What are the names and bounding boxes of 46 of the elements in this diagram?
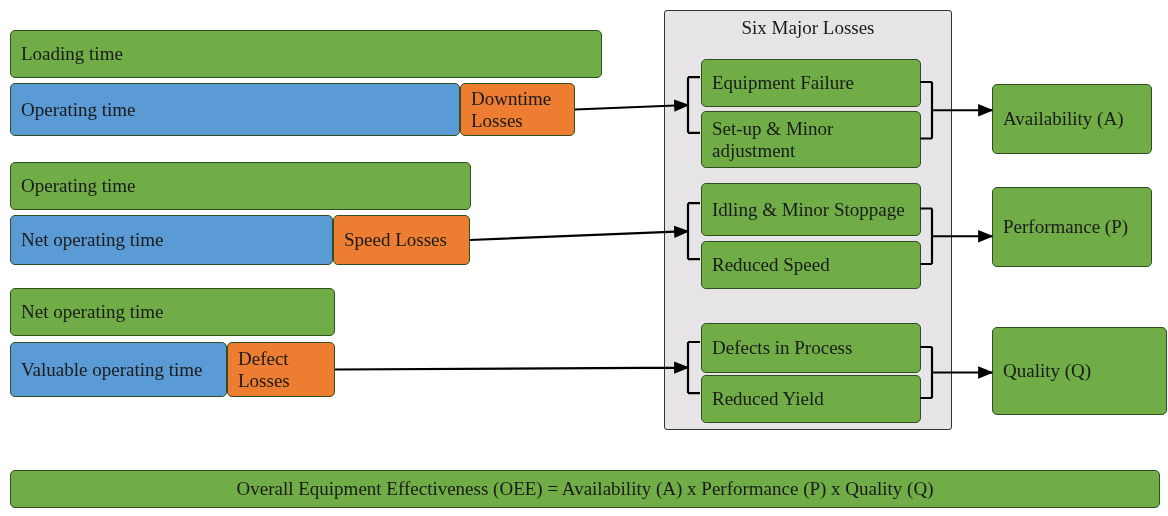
process-box [701,183,921,236]
bracket-arrow [468,202,702,261]
box-label: Availability (A) [1003,108,1124,130]
box-label: Idling & Minor Stoppage [712,198,905,221]
process-box [701,59,921,107]
box-label: Net operating time [21,229,164,251]
box-label: Operating time [21,175,136,197]
box-label: Overall Equipment Effectiveness (OEE) = Availability (A) x Performance (P) x Quality (Q) [236,478,934,500]
process-box [992,187,1152,267]
box-label: Reduced Speed [712,254,830,276]
process-box [992,327,1167,415]
bracket-arrow [918,345,994,400]
bracket-arrow [573,76,702,134]
time-bar [10,215,333,265]
loss-box [227,342,335,397]
process-box [701,111,921,168]
box-label: Equipment Failure [712,72,854,94]
group-panel [664,10,952,430]
panel-title: Six Major Losses [741,17,875,39]
box-label: Defects in Process [712,337,853,359]
loss-box [333,215,470,265]
formula-box [10,470,1160,508]
process-box [701,323,921,373]
box-label: Net operating time [21,301,164,323]
process-box [10,30,602,78]
bracket-arrow [918,80,994,140]
process-box [10,288,335,336]
process-box [701,241,921,289]
box-label: Defect Losses [238,347,291,392]
loss-box [460,83,575,136]
box-label: Loading time [21,43,123,65]
box-label: Valuable operating time [21,358,203,381]
process-box [10,162,471,210]
box-label: Speed Losses [344,229,447,251]
box-label: Set-up & Minor adjustment [712,117,835,162]
time-bar [10,83,460,136]
bracket-arrow [333,340,702,395]
process-box [992,84,1152,154]
box-label: Reduced Yield [712,388,824,410]
process-box [701,375,921,423]
box-label: Downtime Losses [471,87,553,132]
time-bar [10,342,227,397]
box-label: Operating time [21,98,136,121]
box-label: Quality (Q) [1003,360,1092,382]
box-label: Performance (P) [1003,216,1129,238]
bracket-arrow [918,207,994,266]
